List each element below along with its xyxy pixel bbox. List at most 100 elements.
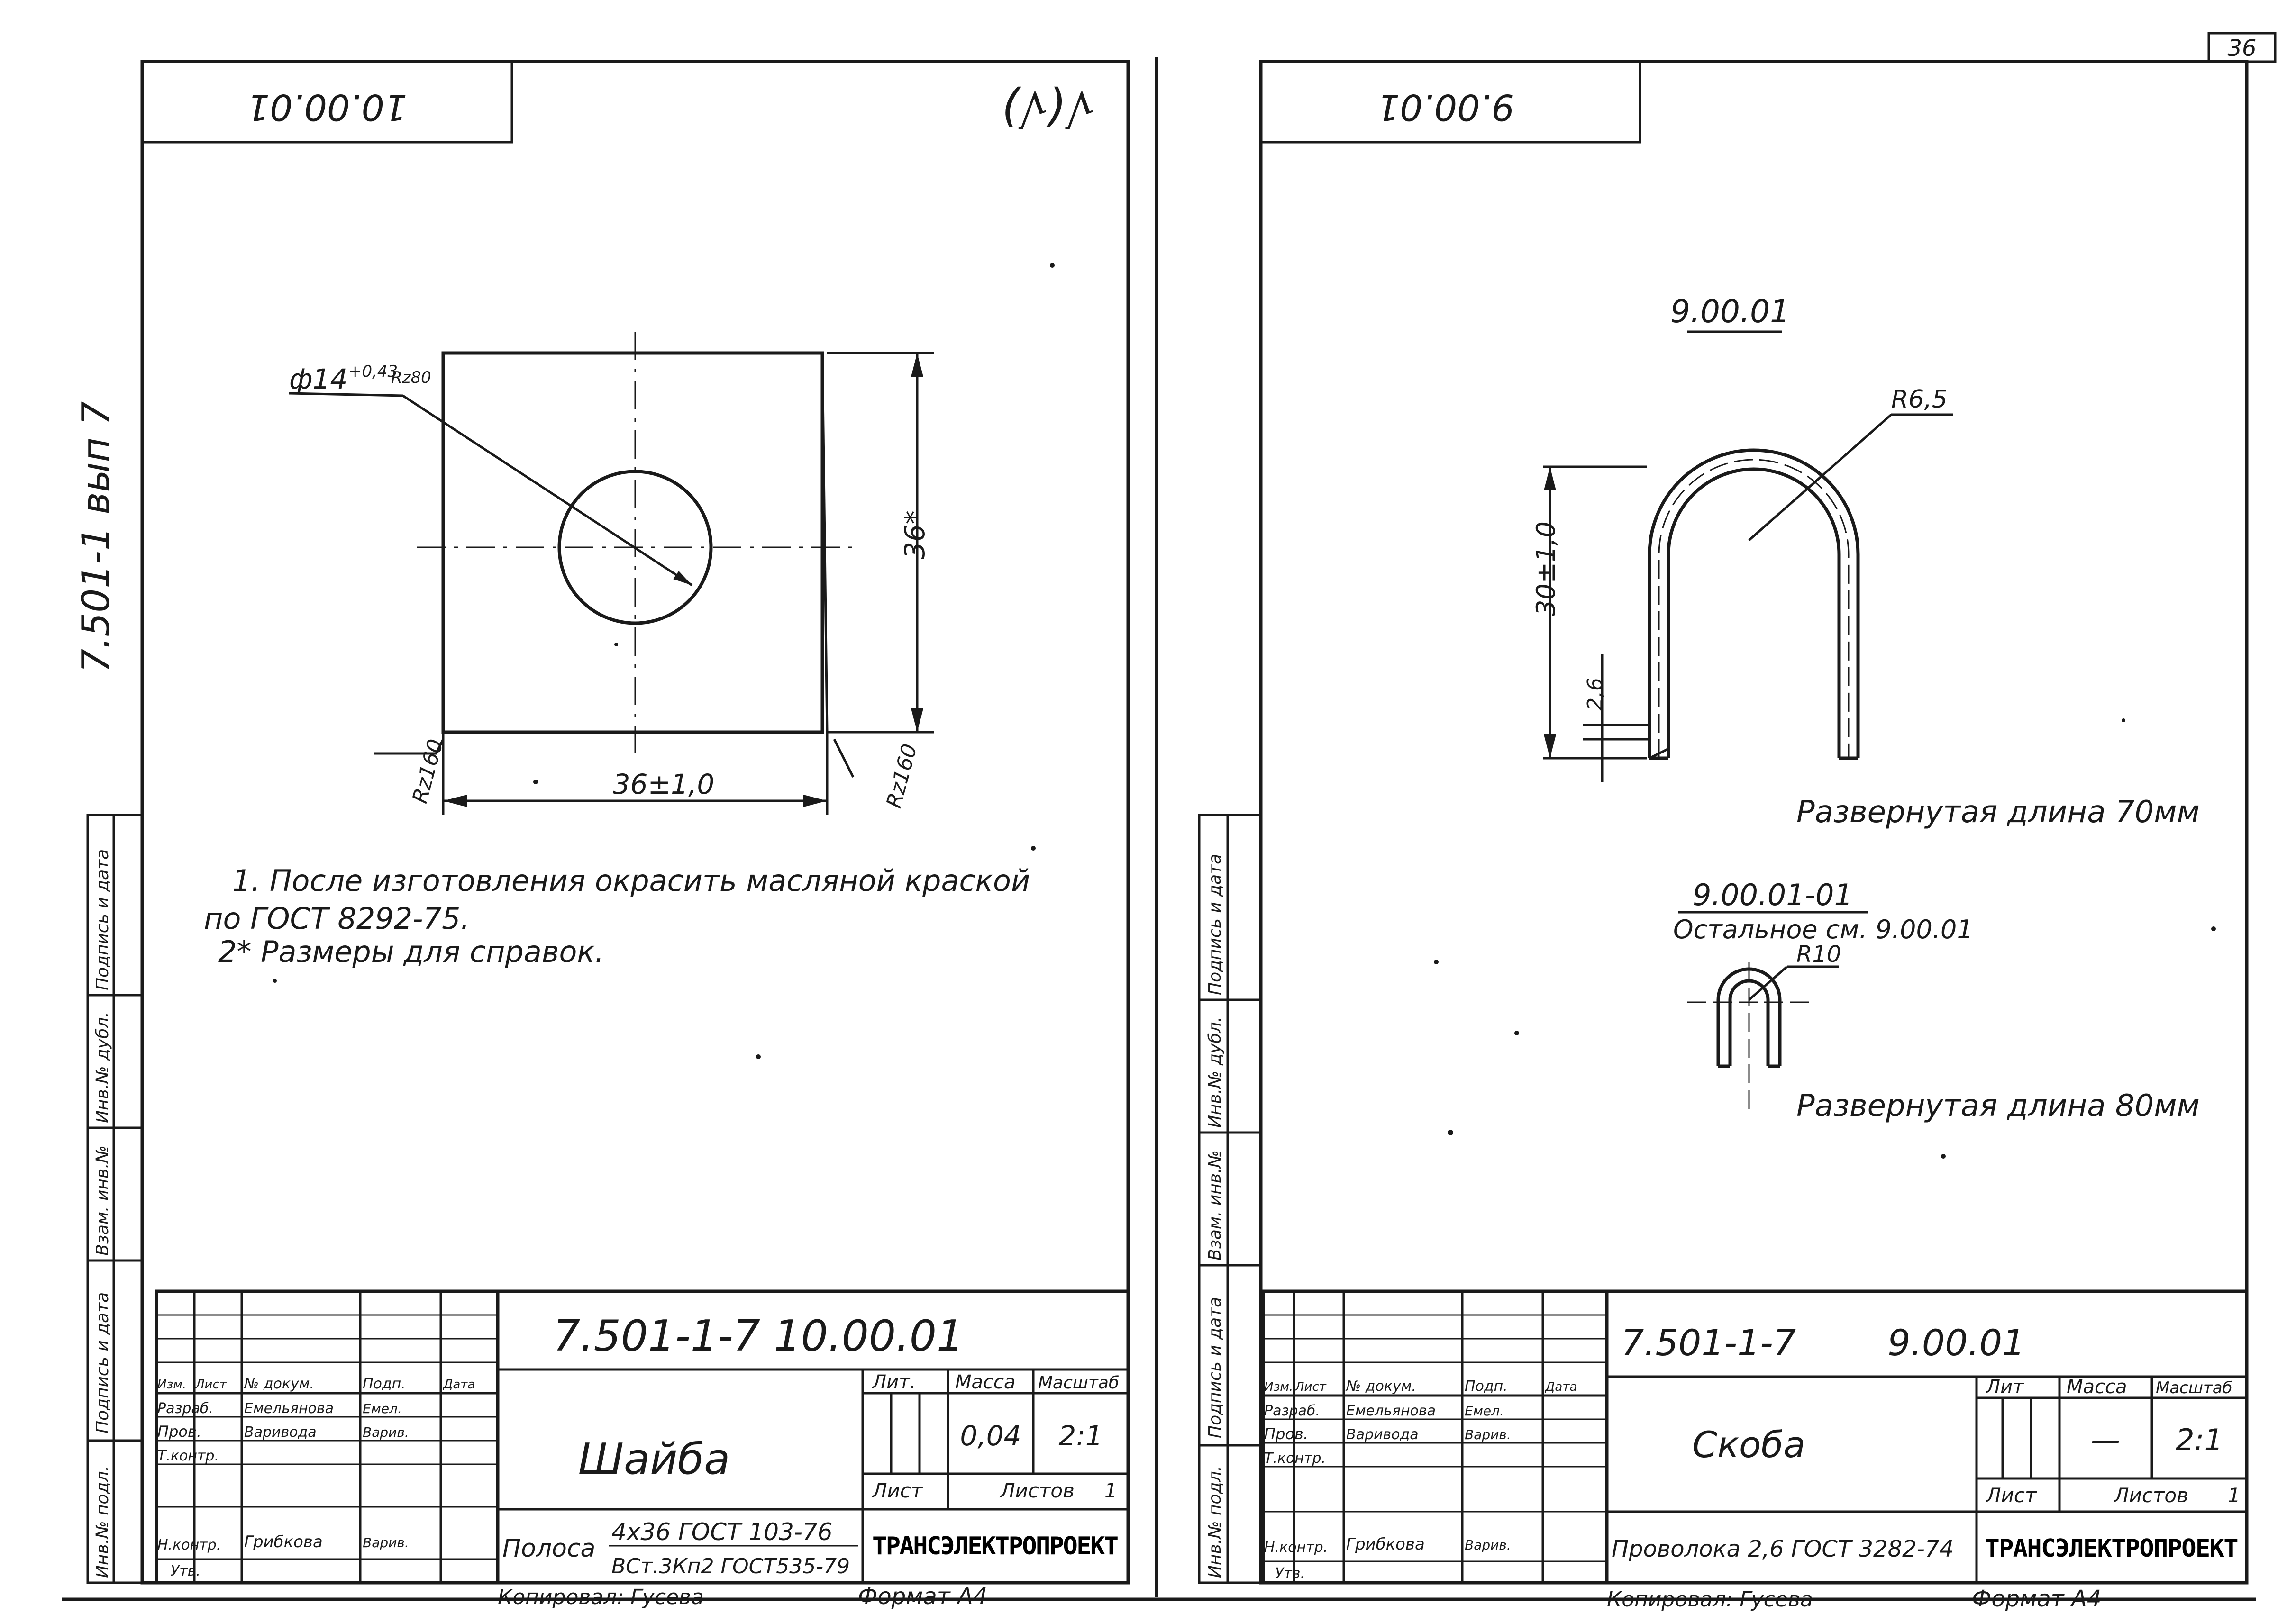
left-stamp-podp-data: Подпись и дата [93, 1292, 112, 1433]
right-mass: — [2091, 1423, 2120, 1457]
right-hdr-list: Лист [1294, 1380, 1327, 1394]
left-mass: 0,04 [960, 1420, 1021, 1452]
left-part-name: Шайба [578, 1434, 730, 1484]
left-sheet: 10.00.01 √(√) ф14 +0,43 Rz80 36* [140, 60, 1130, 1610]
right-row-nkontr: Н.контр. [1264, 1539, 1328, 1556]
left-format: Формат А4 [858, 1583, 987, 1610]
left-note-2: по ГОСТ 8292-75. [204, 901, 470, 936]
series-vertical-label: 7.501-1 вып 7 [74, 401, 118, 673]
left-stamp-inv-dubl: Инв.№ дубл. [93, 1012, 112, 1123]
left-stamp-inv-podl: Инв.№ подл. [93, 1466, 112, 1578]
hole-roughness: Rz80 [391, 368, 431, 387]
rz-right: Rz160 [882, 741, 922, 810]
right-row-tkontr: Т.контр. [1264, 1450, 1326, 1467]
radius1: R6,5 [1891, 385, 1948, 414]
right-name-nkontr: Грибкова [1346, 1535, 1425, 1554]
staple-view2: R10 [1687, 941, 1841, 1109]
left-scale: 2:1 [1058, 1420, 1102, 1452]
left-hdr-date: Дата [443, 1378, 475, 1392]
right-hdr-sign: Подп. [1465, 1378, 1508, 1395]
right-designation: 7.501-1-7 9.00.01 [1621, 1322, 2025, 1364]
hole-diameter-dim: ф14 [289, 363, 347, 395]
right-sheet: 9.00.01 9.00.01 R6,5 30±1,0 2 [1259, 60, 2249, 1612]
view2-label: 9.00.01-01 [1693, 878, 1853, 912]
right-sheet-label: Лист [1985, 1484, 2037, 1507]
right-stamp-podp-data2: Подпись и дата [1205, 854, 1225, 995]
left-copied: Копировал: Гусева [498, 1585, 704, 1609]
view2-note: Остальное см. 9.00.01 [1673, 915, 1973, 944]
left-sign-nkontr: Варив. [363, 1535, 409, 1550]
right-scale: 2:1 [2176, 1423, 2223, 1457]
left-note-1: 1. После изготовления окрасить масляной … [232, 863, 1030, 898]
page-number: 36 [2227, 35, 2256, 62]
right-row-prov: Пров. [1264, 1425, 1308, 1443]
right-hdr-date: Дата [1545, 1380, 1577, 1394]
right-scale-label: Масштаб [2156, 1378, 2232, 1397]
right-sign-nkontr: Варив. [1465, 1537, 1511, 1553]
right-material: Проволока 2,6 ГОСТ 3282-74 [1612, 1536, 1954, 1562]
left-stamp-podp-data2: Подпись и дата [93, 849, 112, 990]
left-row-utv: Утв. [171, 1563, 200, 1579]
washer-outline [441, 351, 824, 734]
left-sheets-label: Листов [999, 1479, 1075, 1502]
right-hdr-doc: № докум. [1345, 1378, 1416, 1395]
scan-specks [273, 263, 2216, 1159]
page-number-box: 36 [2207, 32, 2277, 63]
right-sheets-label: Листов [2113, 1484, 2188, 1507]
right-side-stamp: Инв.№ подл. Подпись и дата Взам. инв.№ И… [1198, 814, 1262, 1584]
left-material-line1: 4х36 ГОСТ 103-76 [611, 1518, 833, 1546]
right-part-name: Скоба [1692, 1424, 1805, 1466]
washer-drawing: ф14 +0,43 Rz80 36* 36±1,0 Rz160 Rz160 [289, 332, 934, 815]
left-sign-prov: Варив. [363, 1424, 409, 1440]
left-sheets: 1 [1104, 1479, 1117, 1502]
rz-left: Rz160 [408, 736, 448, 806]
right-sign-prov: Варив. [1465, 1427, 1511, 1442]
right-stamp-inv-dubl: Инв.№ дубл. [1205, 1016, 1225, 1128]
left-top-code-box [141, 60, 513, 144]
right-stamp-vzam-inv: Взам. инв.№ [1205, 1150, 1225, 1260]
right-format: Формат А4 [1972, 1586, 2101, 1612]
hole-diameter-tol: +0,43 [348, 362, 398, 381]
left-org: ТРАНСЭЛЕКТРОПРОЕКТ [872, 1532, 1119, 1560]
dim-height: 30±1,0 [1531, 521, 1561, 616]
left-hdr-list: Лист [195, 1378, 227, 1392]
left-row-prov: Пров. [157, 1423, 201, 1441]
left-name-nkontr: Грибкова [244, 1532, 323, 1551]
roughness-mark: √(√) [1001, 82, 1094, 135]
right-mass-label: Масса [2067, 1376, 2127, 1398]
left-row-tkontr: Т.контр. [157, 1448, 219, 1464]
left-top-code: 10.00.01 [247, 86, 407, 128]
right-sheets: 1 [2228, 1484, 2241, 1507]
radius2: R10 [1796, 941, 1841, 968]
left-side-stamp: Инв.№ подл. Подпись и дата Взам. инв.№ И… [86, 814, 144, 1584]
right-top-code-box [1259, 60, 1641, 144]
left-row-razrab: Разраб. [157, 1400, 213, 1417]
right-row-utv: Утв. [1275, 1565, 1305, 1582]
right-hdr-izm: Изм. [1264, 1380, 1293, 1394]
right-lit-label: Лит [1985, 1376, 2024, 1398]
unfolded-length-2: Развернутая длина 80мм [1796, 1088, 2200, 1124]
height-dim: 36* [899, 510, 931, 559]
left-row-nkontr: Н.контр. [157, 1537, 221, 1553]
left-material-label: Полоса [502, 1534, 595, 1563]
left-hdr-sign: Подп. [363, 1376, 406, 1392]
washer-hole [557, 470, 713, 625]
width-dim: 36±1,0 [613, 768, 715, 800]
right-title-block: 7.501-1-7 9.00.01 Скоба Проволока 2,6 ГО… [1261, 1289, 2249, 1585]
right-top-code: 9.00.01 [1377, 86, 1514, 128]
right-name-razrab: Емельянова [1346, 1403, 1436, 1419]
left-mass-label: Масса [955, 1371, 1016, 1393]
left-sign-razrab: Емел. [363, 1401, 402, 1416]
left-hdr-doc: № докум. [243, 1376, 314, 1392]
staple-view1: R6,5 30±1,0 2,6 [1531, 385, 1953, 782]
unfolded-length-1: Развернутая длина 70мм [1796, 795, 2200, 830]
left-scale-label: Масштаб [1038, 1373, 1119, 1393]
right-stamp-podp-data: Подпись и дата [1205, 1297, 1225, 1438]
view1-label: 9.00.01 [1670, 293, 1790, 330]
left-hdr-izm: Изм. [157, 1378, 186, 1392]
left-title-block: 7.501-1-7 10.00.01 Шайба Полоса 4х36 ГОС… [155, 1289, 1130, 1585]
left-stamp-vzam-inv: Взам. инв.№ [93, 1145, 112, 1256]
left-lit-label: Лит. [871, 1371, 916, 1393]
left-designation: 7.501-1-7 10.00.01 [553, 1311, 964, 1361]
